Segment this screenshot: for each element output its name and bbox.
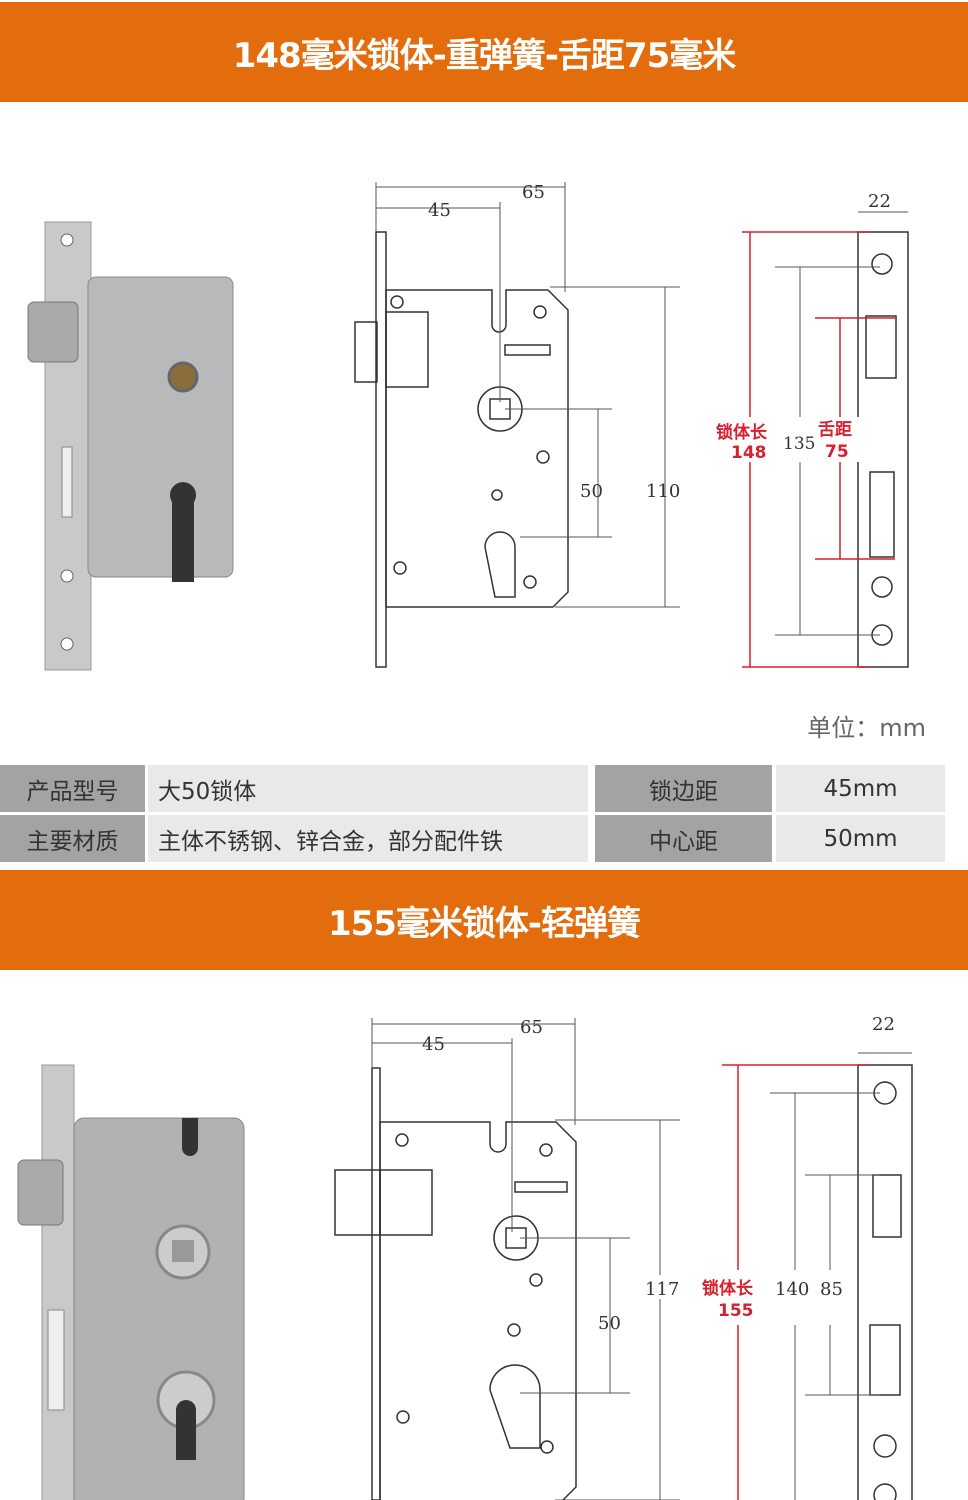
front-technical-drawing [354, 182, 680, 668]
body-length-value-2: 155 [718, 1301, 754, 1321]
section1-diagrams: 45 65 50 110 22 135 锁体长 148 舌距 75 [27, 182, 909, 671]
section2-title-banner: 155毫米锁体-轻弹簧 [0, 870, 968, 970]
spec-label-model: 产品型号 [0, 765, 145, 812]
dim-50-2: 50 [598, 1313, 621, 1334]
lock-body-photo-2 [17, 1064, 245, 1500]
spec-label-backset: 锁边距 [595, 765, 772, 812]
dim-45-2: 45 [422, 1034, 445, 1055]
dim-117: 117 [645, 1279, 679, 1300]
spec-label-material: 主要材质 [0, 815, 145, 862]
body-length-value: 148 [731, 443, 767, 463]
spec-value-model: 大50锁体 [148, 765, 588, 812]
dim-22-2: 22 [872, 1014, 895, 1035]
body-length-label: 锁体长 [716, 422, 768, 443]
dim-140: 140 [775, 1279, 809, 1300]
dim-65-2: 65 [520, 1017, 543, 1038]
spec-value-material: 主体不锈钢、锌合金，部分配件铁 [148, 815, 588, 862]
dim-50: 50 [580, 481, 603, 502]
dim-135: 135 [783, 434, 815, 454]
lock-body-photo [27, 221, 234, 671]
dim-22: 22 [868, 191, 891, 212]
spec-value-center: 50mm [776, 815, 945, 862]
body-length-label-2: 锁体长 [702, 1278, 754, 1299]
spec-value-backset: 45mm [776, 765, 945, 812]
dim-65: 65 [522, 182, 545, 203]
tongue-distance-label: 舌距 [818, 419, 852, 440]
tongue-distance-value: 75 [825, 442, 849, 462]
front-technical-drawing-2 [334, 1018, 680, 1500]
dim-85: 85 [820, 1279, 843, 1300]
dim-45: 45 [428, 200, 451, 221]
unit-label: 单位：mm [807, 714, 926, 742]
spec-label-center: 中心距 [595, 815, 772, 862]
section2-diagrams: 45 65 50 117 22 140 85 锁体长 155 [17, 1014, 913, 1500]
dim-110: 110 [646, 481, 680, 502]
section1-title-banner: 148毫米锁体-重弹簧-舌距75毫米 [0, 2, 968, 102]
